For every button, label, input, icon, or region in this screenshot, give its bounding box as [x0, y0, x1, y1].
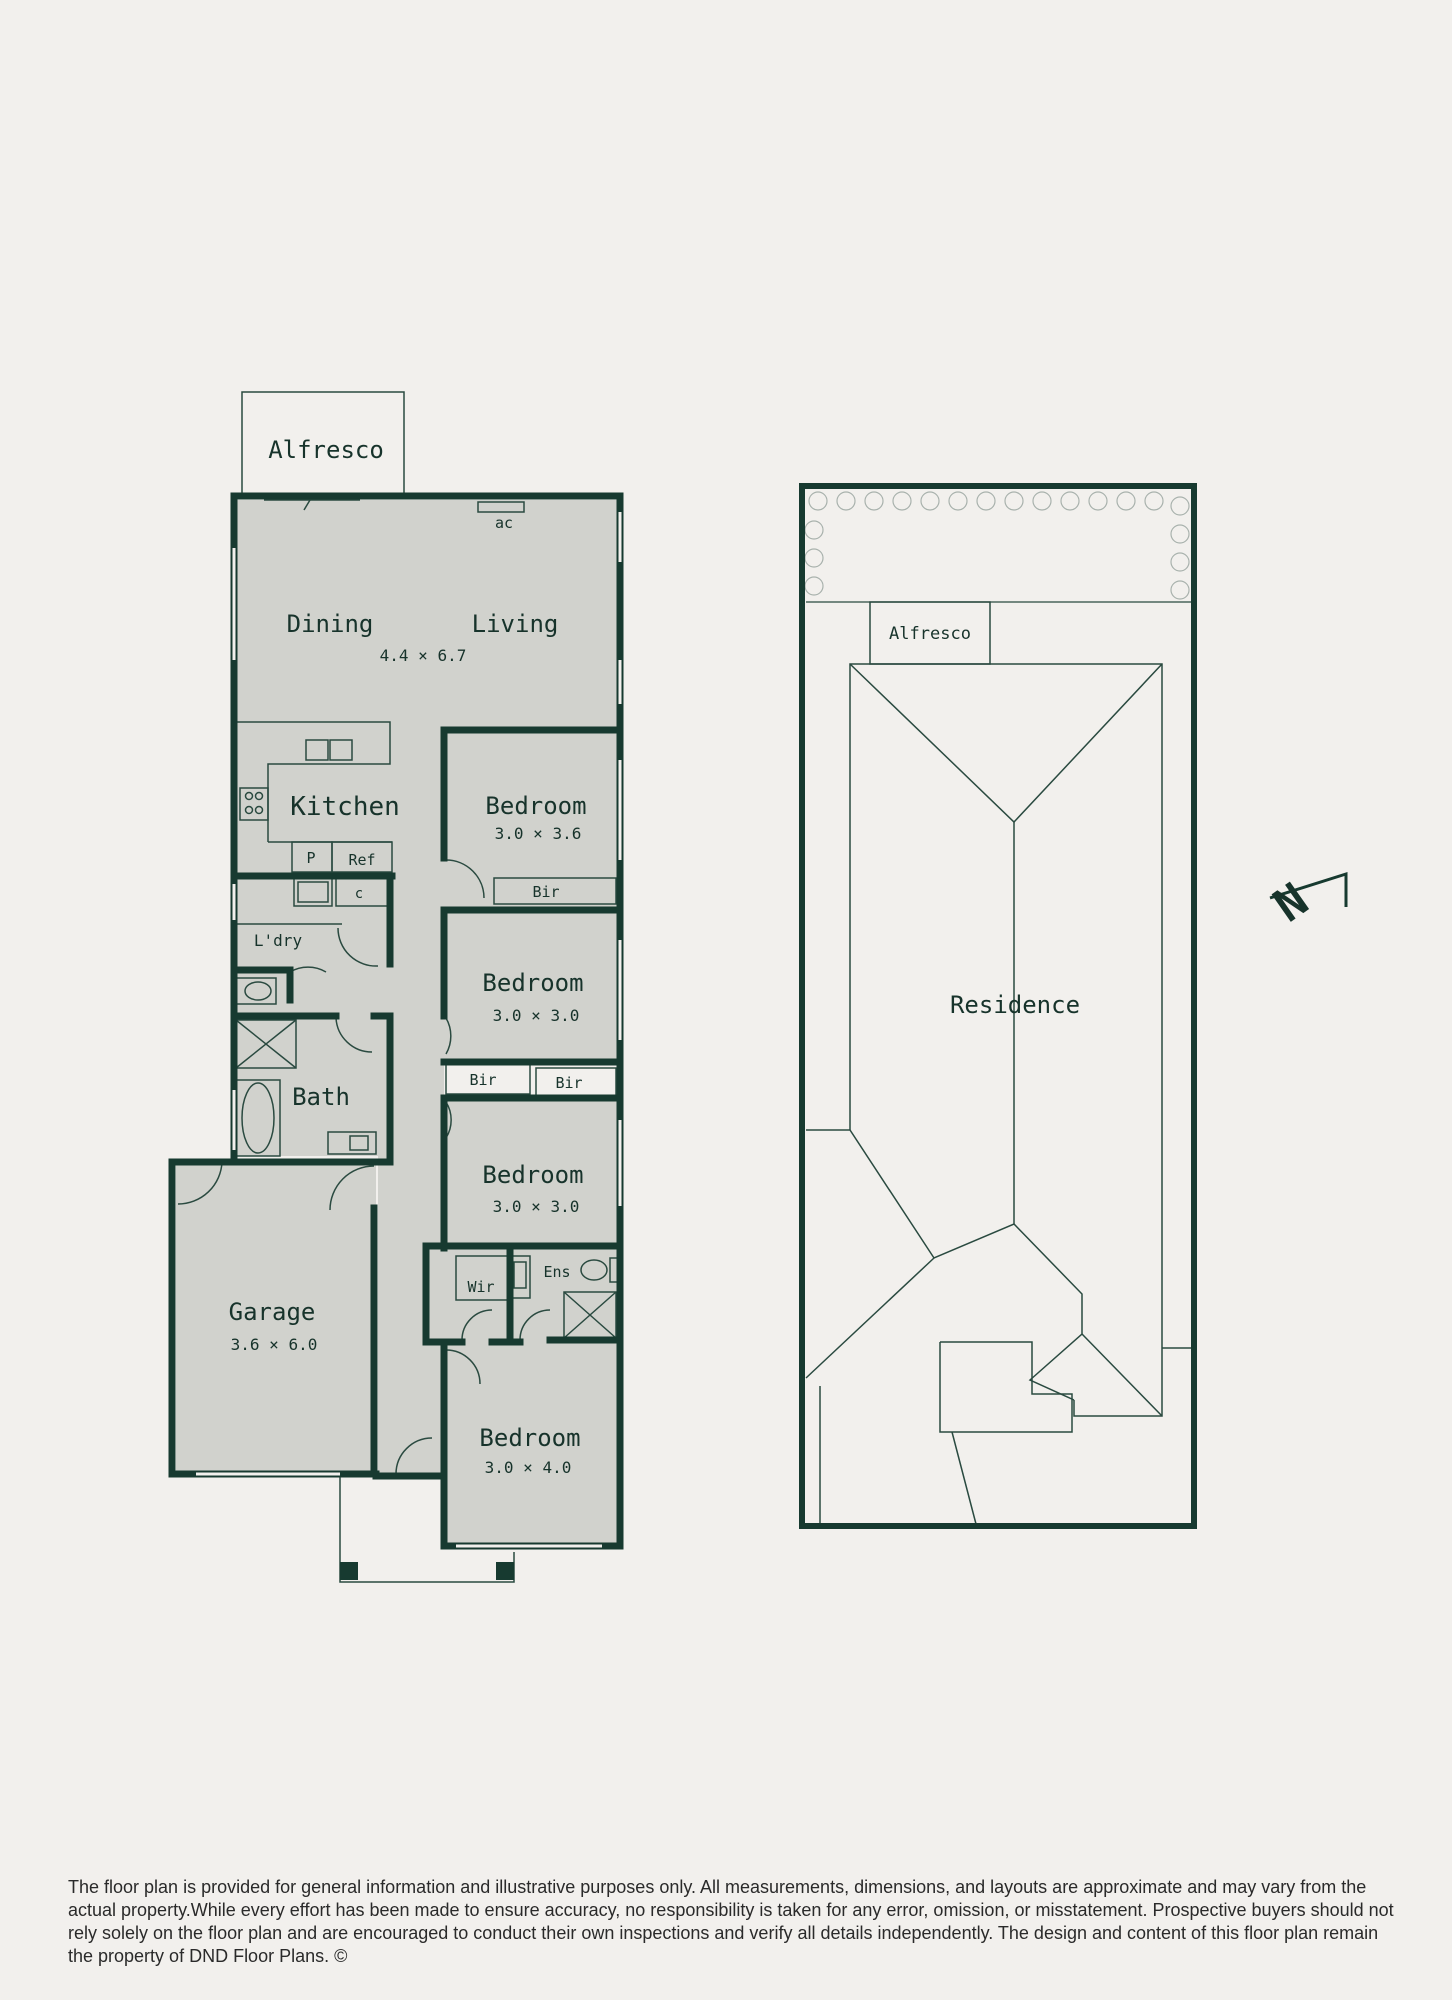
door-swings — [177, 859, 551, 1475]
living-label: Living — [472, 610, 559, 638]
north-arrow-icon: N — [1264, 871, 1348, 932]
site-plan: Alfresco Residence N — [799, 483, 1348, 1529]
fridge-label: Ref — [348, 851, 375, 869]
site-alfresco-label: Alfresco — [889, 624, 971, 644]
bir-3-label: Bir — [555, 1074, 582, 1092]
bath-label: Bath — [292, 1083, 350, 1111]
residence-label: Residence — [950, 991, 1080, 1019]
pantry-label: P — [306, 849, 315, 867]
ensuite-label: Ens — [543, 1263, 570, 1281]
bedroom-4-dimensions: 3.0 × 4.0 — [485, 1458, 572, 1477]
roof-lines — [805, 663, 1192, 1525]
wir-label: Wir — [467, 1278, 494, 1296]
bedroom-4-label: Bedroom — [479, 1424, 580, 1452]
fixtures — [235, 499, 619, 1583]
disclaimer-text: The floor plan is provided for general i… — [68, 1877, 1394, 1966]
bedroom-2-dimensions: 3.0 × 3.0 — [493, 1006, 580, 1025]
garage-dimensions: 3.6 × 6.0 — [231, 1335, 318, 1354]
bedroom-1-dimensions: 3.0 × 3.6 — [495, 824, 582, 843]
ac-label: ac — [495, 514, 513, 532]
north-label: N — [1264, 872, 1318, 932]
windows — [196, 512, 622, 1548]
bir-1-label: Bir — [532, 883, 559, 901]
dining-label: Dining — [287, 610, 374, 638]
living-dimensions: 4.4 × 6.7 — [380, 646, 467, 665]
alfresco-label: Alfresco — [268, 436, 384, 464]
garage-label: Garage — [229, 1298, 316, 1326]
room-fills — [176, 500, 620, 1546]
shrubs — [804, 491, 1190, 600]
bir-2-label: Bir — [469, 1071, 496, 1089]
bedroom-3-label: Bedroom — [482, 1161, 583, 1189]
lot-boundary — [799, 483, 1197, 1529]
bedroom-3-dimensions: 3.0 × 3.0 — [493, 1197, 580, 1216]
bedroom-2-label: Bedroom — [482, 969, 583, 997]
cupboard-label: c — [355, 886, 363, 902]
floor-plan: Alfresco ac Dining Living 4.4 × 6.7 Kitc… — [168, 391, 624, 1583]
kitchen-label: Kitchen — [290, 792, 400, 822]
bedroom-1-label: Bedroom — [485, 792, 586, 820]
laundry-label: L'dry — [254, 931, 303, 950]
